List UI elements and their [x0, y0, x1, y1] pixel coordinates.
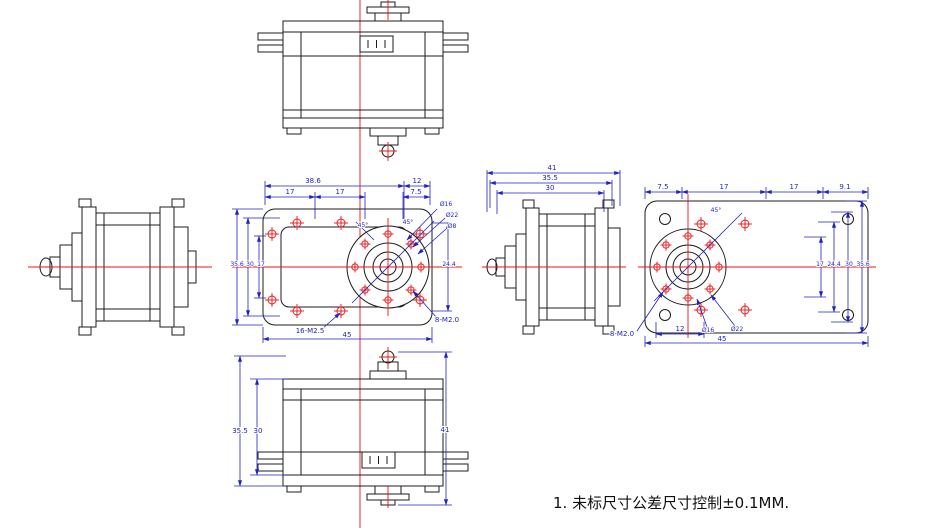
dim-label: 8-M2.0	[610, 330, 634, 338]
centerlines	[379, 0, 397, 161]
connector	[359, 35, 394, 53]
dim-label: Ø8	[448, 223, 457, 230]
corner-hole	[659, 309, 671, 321]
dimension-lines	[486, 170, 621, 214]
dim-label: 24.4	[442, 261, 456, 268]
dimension-lines	[234, 351, 452, 506]
dim-label: 45°	[358, 222, 369, 229]
dim-label: 16-M2.5	[296, 327, 325, 335]
dim-label: 17	[336, 188, 345, 196]
connector	[361, 451, 396, 469]
dim-label: Ø22	[731, 326, 744, 333]
part-outline	[257, 350, 469, 506]
dim-label: 17	[790, 183, 799, 191]
corner-hole	[659, 213, 671, 225]
dim-label: 30	[246, 261, 254, 268]
dimension-labels: 7.5 17 17 9.1 45° 17 24.4 30 35.6 8-M2.0…	[609, 182, 871, 344]
dim-label: Ø16	[702, 327, 715, 334]
dim-label: 30	[254, 427, 263, 435]
centerlines	[232, 218, 462, 316]
dimension-labels: 38.6 17 17 12 7.5 Ø16 Ø22 Ø8 45° 45° 35.…	[229, 176, 460, 340]
dim-label: 35.5	[542, 174, 558, 182]
dim-label: 17	[257, 261, 265, 268]
dim-label: 38.6	[305, 177, 321, 185]
dim-label: 41	[441, 426, 450, 434]
view-side-left	[28, 198, 212, 336]
dim-label: 17	[816, 261, 824, 268]
dimension-labels: 41 35.5 30	[541, 163, 559, 193]
dim-label: 45	[343, 331, 352, 339]
dim-label: 35.6	[856, 261, 870, 268]
dim-label: 17	[720, 183, 729, 191]
dim-label: 7.5	[410, 188, 421, 196]
dim-label: 35.6	[230, 261, 244, 268]
dim-label: Ø22	[446, 212, 459, 219]
dimension-lines	[232, 181, 452, 343]
dim-label: 30	[546, 184, 555, 192]
tolerance-note: 1. 未标尺寸公差尺寸控制±0.1MM.	[553, 494, 789, 512]
dim-label: 45	[718, 335, 727, 343]
dim-label: 17	[286, 188, 295, 196]
dim-label: 9.1	[839, 183, 850, 191]
view-top-elevation	[257, 0, 469, 161]
part-outline	[257, 1, 469, 158]
dim-label: 7.5	[657, 183, 668, 191]
dimension-labels: 35.5 30 41	[231, 425, 450, 436]
dimension-lines	[636, 187, 869, 347]
dim-label: 12	[676, 325, 685, 333]
dim-label: 35.5	[232, 427, 248, 435]
view-front-face: 38.6 17 17 12 7.5 Ø16 Ø22 Ø8 45° 45° 35.…	[229, 176, 462, 343]
centerlines	[379, 347, 397, 508]
dim-label: 24.4	[827, 261, 841, 268]
view-bottom-elevation: 35.5 30 41	[231, 347, 469, 508]
dim-label: 45°	[403, 219, 414, 226]
dim-label: 45°	[711, 207, 722, 214]
dim-label: Ø16	[440, 201, 453, 208]
dim-label: 41	[548, 164, 557, 172]
dim-label: 12	[413, 177, 422, 185]
dim-label: 8-M2.0	[435, 316, 459, 324]
view-rear-face: 7.5 17 17 9.1 45° 17 24.4 30 35.6 8-M2.0…	[609, 182, 876, 347]
centerlines	[638, 194, 876, 338]
view-side-right: 41 35.5 30	[482, 163, 626, 335]
dim-label: 30	[845, 261, 853, 268]
